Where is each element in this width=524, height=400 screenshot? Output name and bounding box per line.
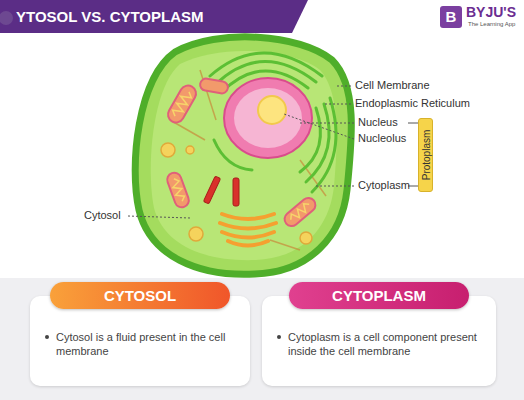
title-banner (0, 0, 308, 33)
label-text: B (446, 8, 457, 25)
nucleus (224, 78, 312, 158)
heading-pill: CYTOSOL (50, 282, 230, 309)
label-text: Nucleus (358, 116, 398, 128)
definition-card: Cytosol is a fluid present in the cell m… (30, 296, 250, 386)
panel-ground (0, 278, 524, 400)
definition-card: Cytoplasm is a cell component present in… (262, 296, 496, 386)
part-label: Endoplasmic Reticulum (355, 97, 470, 109)
part-label: Nucleus (358, 116, 398, 128)
centrioles (203, 176, 239, 206)
logo-square (440, 6, 462, 28)
label-text: Cell Membrane (355, 79, 430, 91)
logo-letter: B (440, 6, 462, 28)
mitochondria (165, 78, 318, 229)
part-label: Cell Membrane (355, 79, 430, 91)
brand-tagline: The Learning App (468, 21, 515, 27)
label-text: Endoplasmic Reticulum (355, 97, 470, 109)
brand-name: BYJU'S (466, 4, 516, 20)
title: YTOSOL VS. CYTOPLASM (16, 8, 204, 25)
label-text: Cytoplasm (358, 179, 410, 191)
title-box: YTOSOL VS. CYTOPLASM (16, 8, 204, 26)
bracket-tag: Protoplasm (418, 118, 433, 192)
cytoplasm (151, 51, 337, 260)
nucleoplasm (234, 88, 302, 148)
golgi-apparatus (220, 214, 276, 246)
close-icon (0, 11, 13, 25)
label-text: Cytosol (84, 209, 121, 221)
definition-text: Cytoplasm is a cell component present in… (288, 330, 484, 358)
label-text: BYJU'S (466, 4, 516, 20)
part-label: Cytoplasm (358, 179, 410, 191)
lysosomes (161, 143, 312, 244)
cell-membrane (135, 37, 351, 274)
heading-pill: CYTOPLASM (289, 282, 469, 309)
part-label: Nucleolus (358, 132, 406, 144)
bullet-dot (45, 335, 49, 339)
bracket (408, 123, 418, 186)
bullet-dot (277, 335, 281, 339)
bracket-text: Protoplasm (420, 130, 431, 181)
heading-text: CYTOPLASM (332, 287, 426, 304)
part-label: Cytosol (84, 209, 121, 221)
label-text: The Learning App (468, 21, 515, 27)
nucleolus (258, 96, 286, 124)
heading-text: CYTOSOL (104, 287, 176, 304)
label-text: Nucleolus (358, 132, 406, 144)
definition-text: Cytosol is a fluid present in the cell m… (56, 330, 238, 358)
leader-lines (128, 86, 354, 218)
